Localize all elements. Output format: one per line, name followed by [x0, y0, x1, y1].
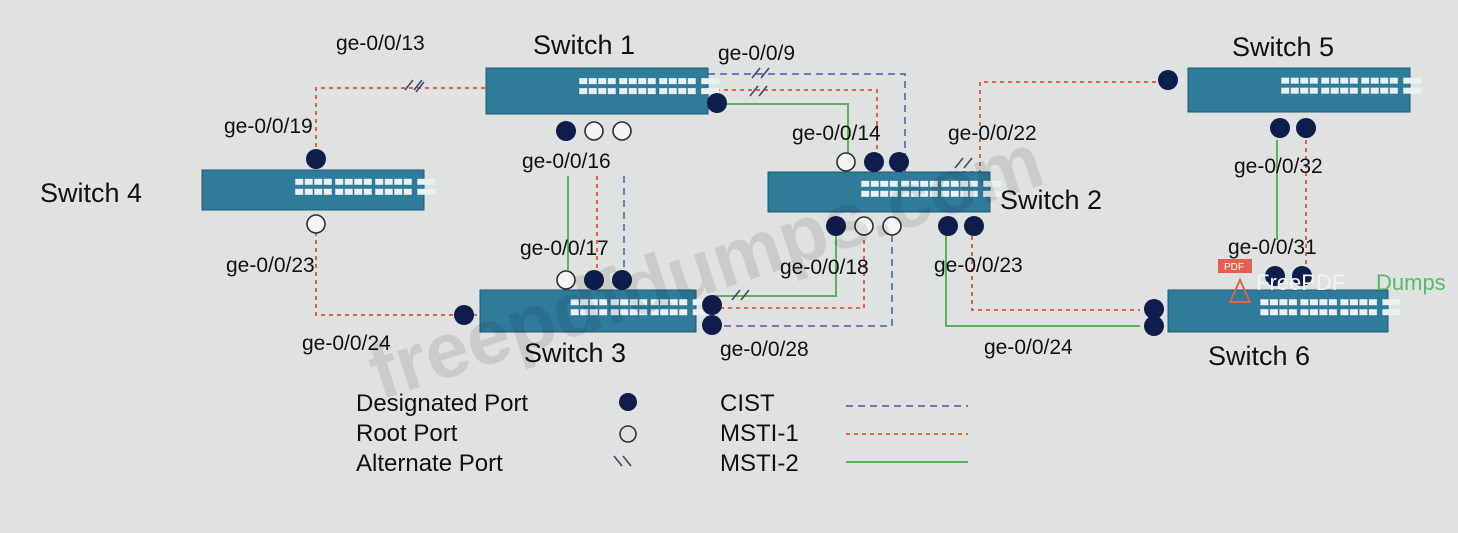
switch-3-icon — [479, 289, 711, 333]
root-port-icon — [584, 121, 604, 141]
designated-port-icon — [826, 216, 846, 236]
ports — [306, 70, 1316, 336]
designated-port-icon — [964, 216, 984, 236]
double-slash-icon — [415, 81, 425, 93]
legend-root-label: Root Port — [356, 420, 458, 447]
port-label: ge-0/0/19 — [224, 115, 313, 138]
root-port-icon — [836, 152, 856, 172]
logo-free: FreePDF — [1256, 270, 1345, 295]
designated-port-icon — [864, 152, 884, 172]
designated-port-icon — [1144, 299, 1164, 319]
designated-port-icon — [707, 93, 727, 113]
link-sw4-sw3-msti1 — [315, 232, 482, 316]
root-port-icon — [306, 214, 326, 234]
port-label: ge-0/0/24 — [302, 332, 391, 355]
link-sw2-sw6-msti1 — [971, 228, 1140, 311]
port-label: ge-0/0/22 — [948, 122, 1037, 145]
pdf-badge-icon — [1218, 259, 1252, 273]
port-label: ge-0/0/23 — [934, 254, 1023, 277]
switch-2-icon — [767, 171, 1002, 213]
port-label: ge-0/0/23 — [226, 254, 315, 277]
designated-port-icon — [1296, 118, 1316, 138]
switch-3-name: Switch 3 — [524, 338, 626, 368]
root-port-icon — [854, 216, 874, 236]
designated-port-icon — [702, 315, 722, 335]
designated-port-icon — [584, 270, 604, 290]
switch-4-icon — [201, 169, 436, 211]
designated-port-icon — [938, 216, 958, 236]
switch-5-icon — [1187, 67, 1422, 113]
link-sw2-sw6-msti2 — [945, 228, 1140, 327]
port-label: ge-0/0/16 — [522, 150, 611, 173]
switch-2-name: Switch 2 — [1000, 185, 1102, 215]
port-label: ge-0/0/32 — [1234, 155, 1323, 178]
double-slash-icon — [749, 85, 768, 97]
legend: Designated Port Root Port Alternate Port… — [356, 390, 968, 477]
designated-port-icon — [454, 305, 474, 325]
link-sw1-sw2-msti2 — [722, 103, 849, 158]
double-slash-icon — [613, 455, 632, 467]
designated-port-icon — [556, 121, 576, 141]
link-sw3-sw2-cist — [712, 228, 893, 327]
pdf-badge-text: PDF — [1224, 262, 1244, 273]
double-slash-icon — [731, 289, 750, 301]
port-label: ge-0/0/24 — [984, 336, 1073, 359]
link-sw3-sw2-msti2 — [712, 228, 837, 297]
port-label: ge-0/0/18 — [780, 256, 869, 279]
double-slash-icon — [751, 67, 770, 79]
switch-1-icon — [485, 67, 720, 115]
switch-names: Switch 1 Switch 2 Switch 3 Switch 4 Swit… — [40, 30, 1334, 371]
designated-port-icon — [1270, 118, 1290, 138]
legend-msti1-label: MSTI-1 — [720, 420, 799, 447]
legend-msti2-label: MSTI-2 — [720, 450, 799, 477]
root-port-icon — [612, 121, 632, 141]
switch-1-name: Switch 1 — [533, 30, 635, 60]
designated-port-icon — [702, 295, 722, 315]
designated-port-icon — [306, 149, 326, 169]
port-label: ge-0/0/9 — [718, 42, 795, 65]
port-label: ge-0/0/13 — [336, 32, 425, 55]
switch-6-name: Switch 6 — [1208, 341, 1310, 371]
legend-cist-label: CIST — [720, 390, 775, 417]
root-port-icon — [882, 216, 902, 236]
legend-alternate-label: Alternate Port — [356, 450, 503, 477]
double-slash-icon — [404, 79, 423, 91]
port-label: ge-0/0/17 — [520, 237, 609, 260]
link-sw3-sw2-msti1 — [712, 228, 865, 309]
link-sw4-sw1-msti1 — [315, 87, 486, 155]
alternate-port-marks — [404, 67, 973, 301]
port-label: ge-0/0/28 — [720, 338, 809, 361]
hollow-circle-icon — [619, 425, 637, 443]
link-sw1-sw2-cist — [708, 73, 906, 172]
designated-port-icon — [889, 152, 909, 172]
designated-port-icon — [1292, 266, 1312, 286]
port-labels: ge-0/0/13 ge-0/0/9 ge-0/0/19 ge-0/0/16 g… — [224, 32, 1323, 361]
switches — [201, 67, 1422, 333]
designated-port-icon — [1144, 316, 1164, 336]
switch-4-name: Switch 4 — [40, 178, 142, 208]
legend-designated-label: Designated Port — [356, 390, 528, 417]
designated-port-icon — [612, 270, 632, 290]
port-label: ge-0/0/14 — [792, 122, 881, 145]
filled-circle-icon — [619, 393, 637, 411]
freepdfdumps-logo: PDF FreePDF Dumps — [1218, 259, 1446, 303]
designated-port-icon — [1265, 266, 1285, 286]
switch-6-icon — [1167, 289, 1401, 333]
designated-port-icon — [1158, 70, 1178, 90]
root-port-icon — [556, 270, 576, 290]
port-label: ge-0/0/31 — [1228, 236, 1317, 259]
switch-5-name: Switch 5 — [1232, 32, 1334, 62]
logo-dumps: Dumps — [1376, 270, 1446, 295]
double-slash-icon — [954, 157, 973, 169]
acrobat-icon — [1228, 277, 1252, 303]
